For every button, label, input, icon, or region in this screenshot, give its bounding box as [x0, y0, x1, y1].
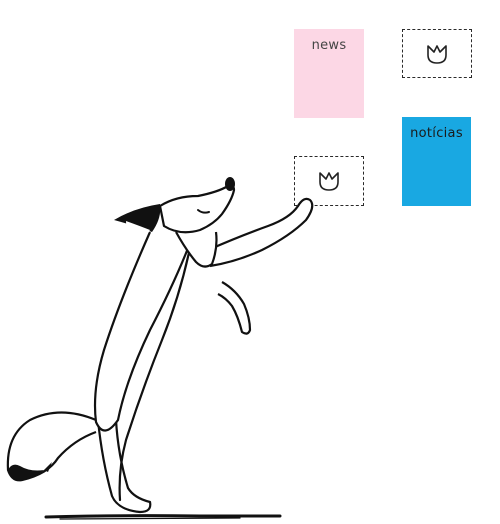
- tulip-logo-icon: [427, 44, 447, 64]
- fox-nose: [225, 177, 235, 191]
- ground-line: [44, 514, 282, 519]
- noticias-card[interactable]: notícias: [402, 117, 471, 206]
- fox-eye: [197, 209, 210, 214]
- fox-ear: [114, 204, 161, 232]
- drop-slot-middle[interactable]: [294, 156, 364, 206]
- fox-head: [158, 184, 236, 234]
- fox-raised-arm: [207, 197, 314, 268]
- drop-slot-top[interactable]: [402, 29, 472, 78]
- fox-body: [93, 231, 194, 432]
- noticias-card-label: notícias: [410, 126, 463, 141]
- fox-back-leg: [96, 419, 152, 514]
- tulip-logo-icon: [319, 172, 339, 191]
- news-card-label: news: [311, 38, 347, 53]
- news-card[interactable]: news: [294, 29, 364, 118]
- fox-lower-arm: [217, 281, 252, 335]
